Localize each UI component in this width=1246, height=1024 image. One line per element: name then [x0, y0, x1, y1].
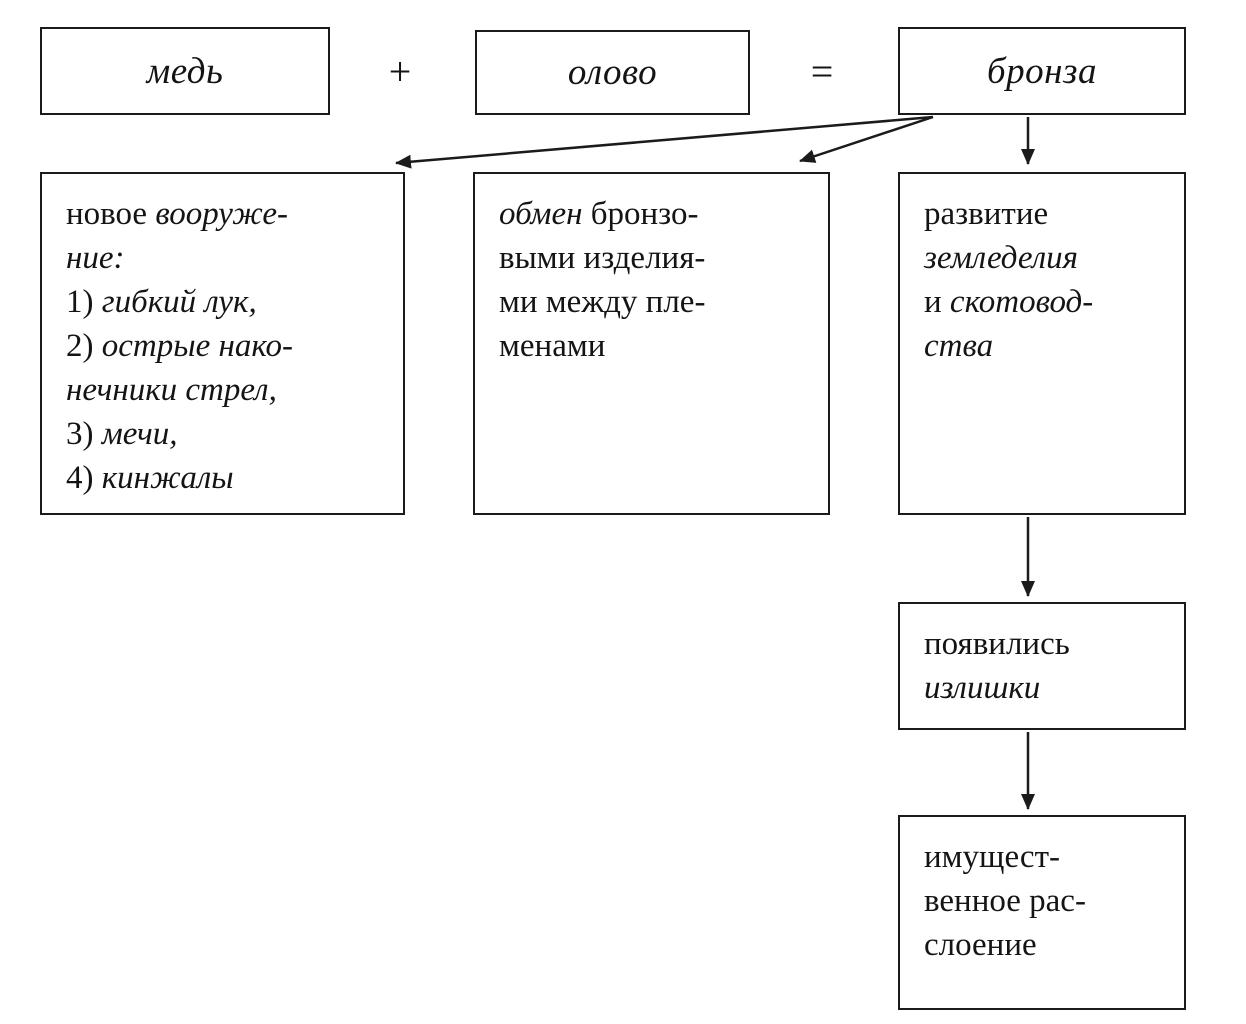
- trade-box: обмен бронзо-выми изделия-ми между пле-м…: [473, 172, 830, 515]
- stratification-box: имущест-венное рас-слоение: [898, 815, 1186, 1010]
- bronze-label: бронза: [987, 50, 1097, 92]
- equals-operator: =: [810, 48, 834, 94]
- bronze-box: бронза: [898, 27, 1186, 115]
- weapons-box: новое вооруже-ние:1) гибкий лук,2) остры…: [40, 172, 405, 515]
- arrow-bronze-to-weapons-icon: [395, 115, 934, 169]
- arrow-bronze-to-trade-icon: [799, 115, 934, 163]
- tin-label: олово: [567, 52, 658, 93]
- copper-label: медь: [146, 50, 224, 92]
- copper-box: медь: [40, 27, 330, 115]
- tin-box: олово: [475, 30, 750, 115]
- plus-operator: +: [388, 48, 412, 94]
